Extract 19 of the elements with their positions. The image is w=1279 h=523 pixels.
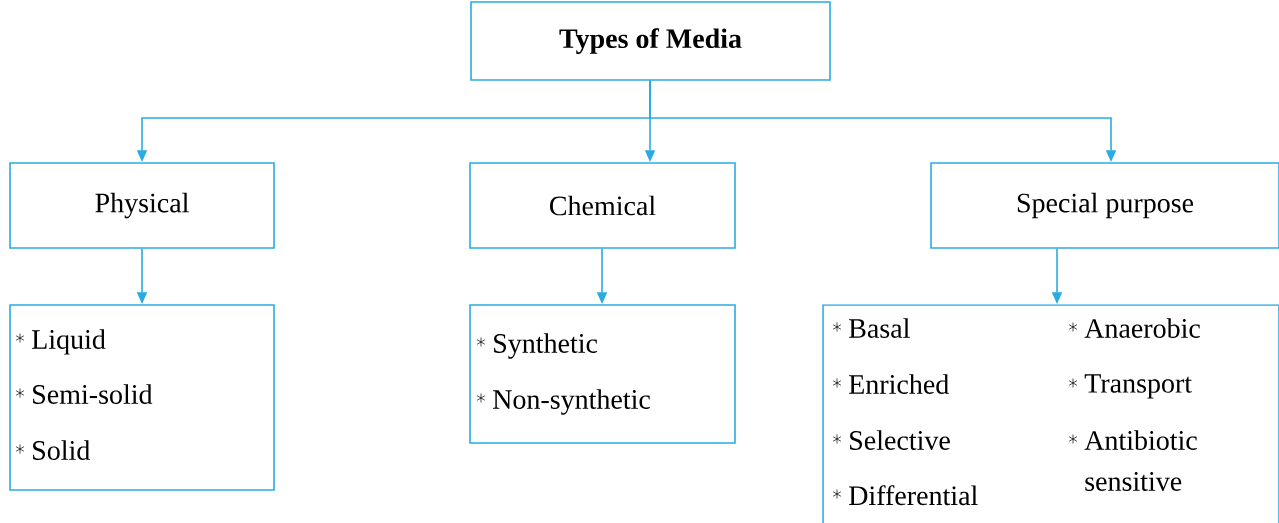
list-item: Anaerobic — [1084, 318, 1200, 338]
list-item: Liquid — [32, 329, 106, 355]
list-item: Synthetic — [494, 333, 598, 359]
list-item: Basal — [849, 318, 910, 338]
list-box — [469, 304, 736, 444]
category-box: Special purpose — [930, 162, 1279, 249]
list-box — [9, 304, 275, 491]
list-item: Semi-solid — [33, 384, 153, 404]
category-box: Physical — [9, 162, 275, 249]
list-item: Differential — [849, 485, 978, 506]
list-item: Enriched — [849, 374, 949, 394]
list-item: Non-synthetic — [493, 389, 650, 415]
list-item: Solid — [33, 440, 90, 460]
list-item: Antibiotic sensitive — [1084, 430, 1197, 491]
category-box: Types of Media — [470, 1, 831, 81]
category-box: Chemical — [469, 162, 736, 249]
list-box — [822, 304, 1279, 523]
list-item: Transport — [1084, 374, 1192, 399]
list-item: Selective — [850, 430, 950, 450]
